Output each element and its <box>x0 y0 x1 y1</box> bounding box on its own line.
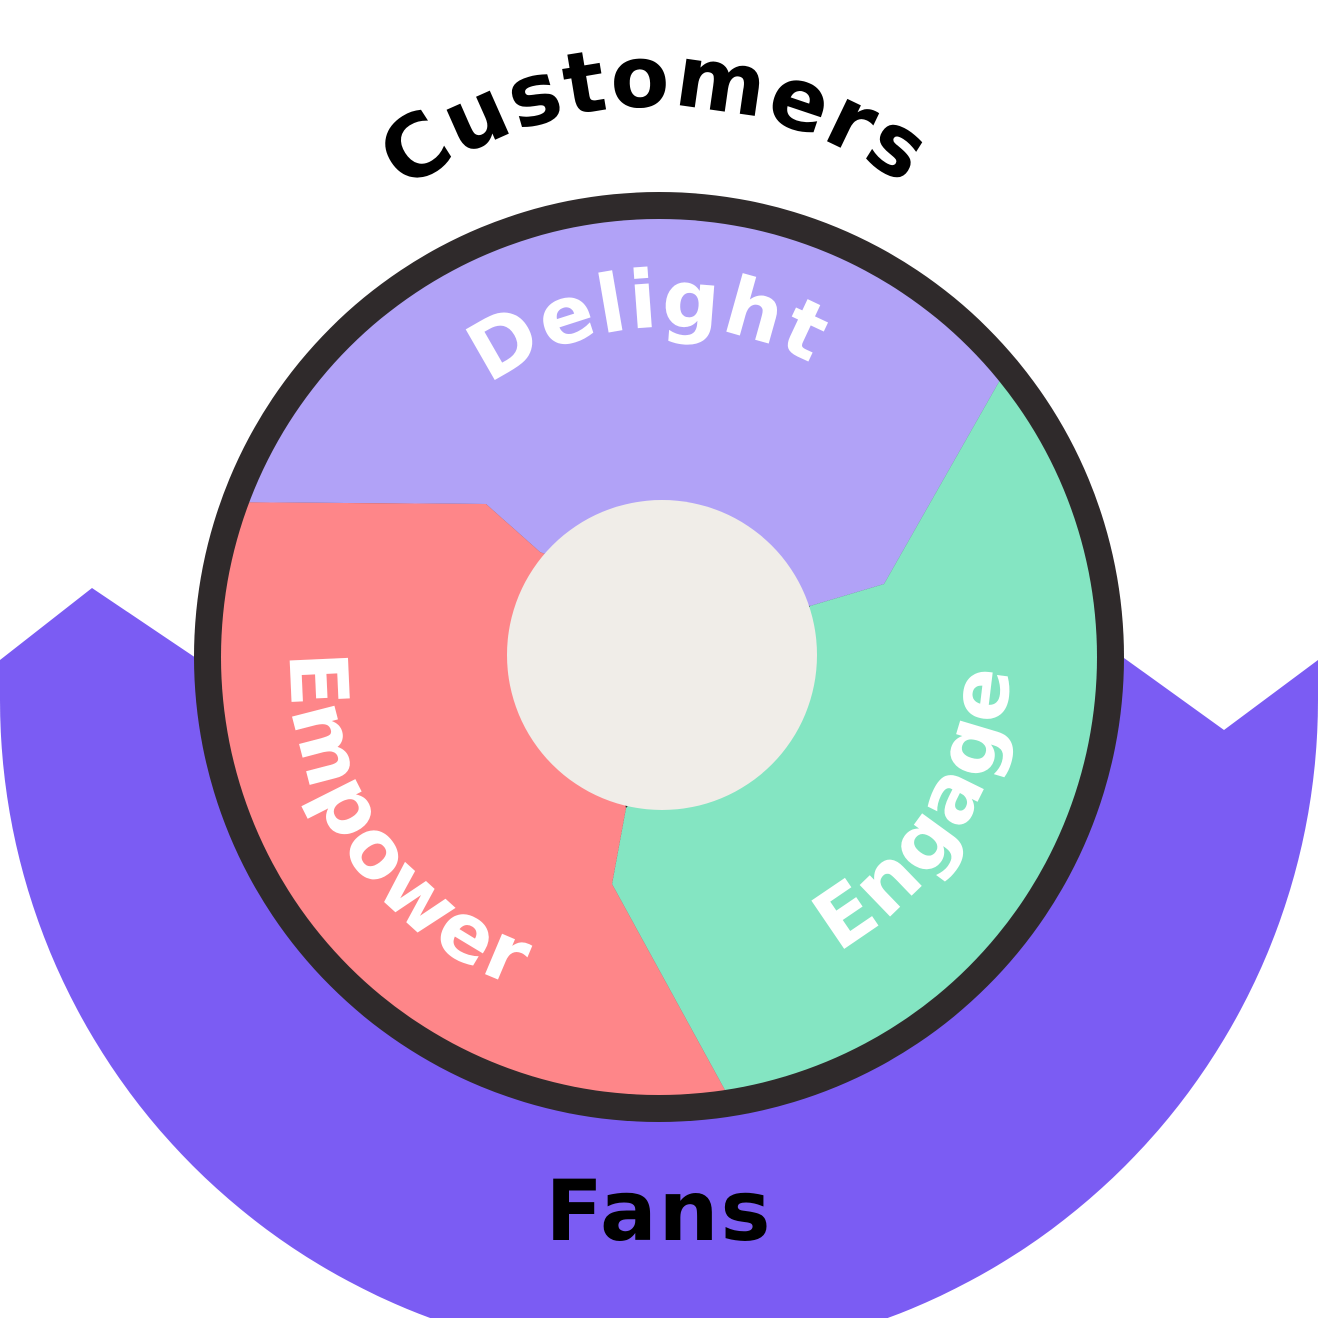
hub-circle <box>507 500 817 810</box>
customers-label: Customers <box>362 26 948 208</box>
customers-label-text: Customers <box>362 26 946 208</box>
fans-label: Fans <box>546 1162 773 1260</box>
